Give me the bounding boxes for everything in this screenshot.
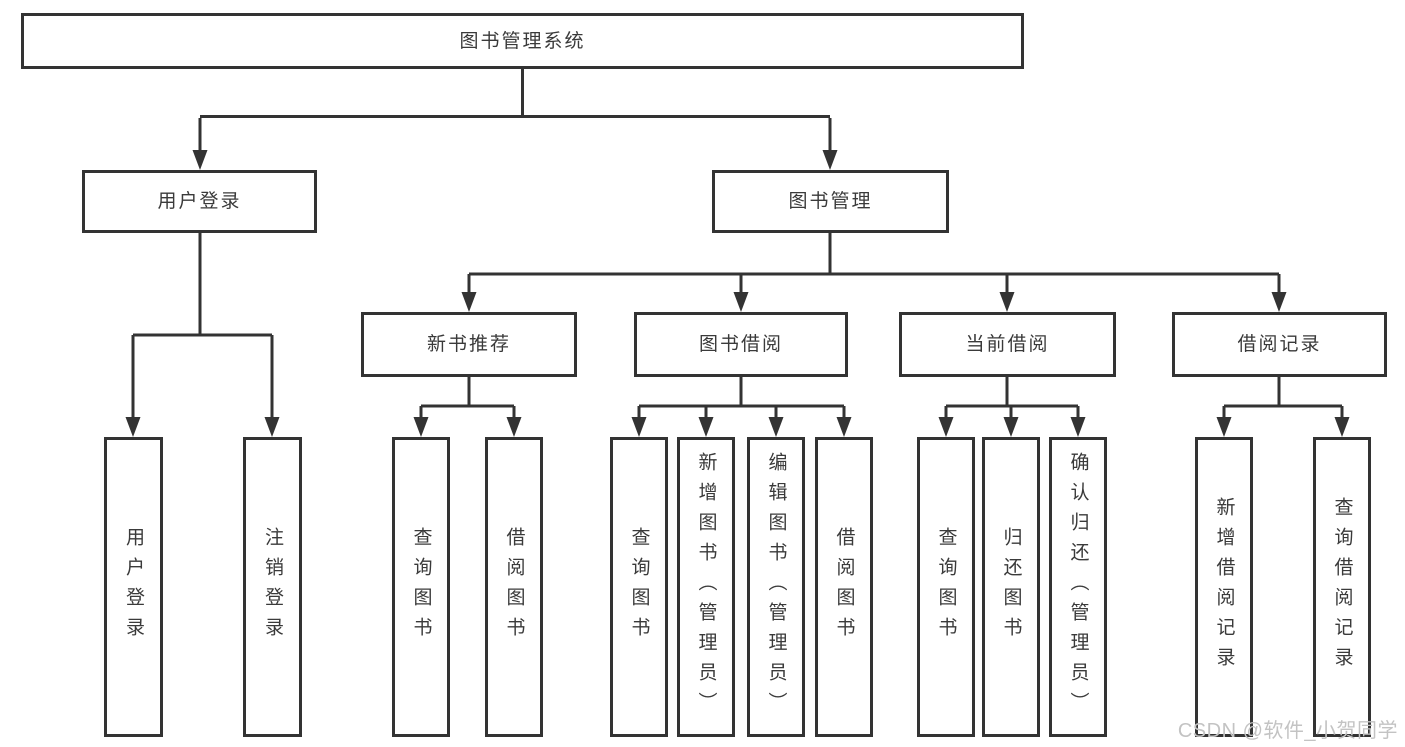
leaf-records-query-record: 查询借阅记录 [1313,437,1371,737]
node-book-borrow: 图书借阅 [634,312,848,377]
leaf-user-login: 用户登录 [104,437,163,737]
leaf-newbook-query-books-label: 查询图书 [410,527,432,647]
leaf-current-query-books-label: 查询图书 [935,527,957,647]
leaf-current-return-books-label: 归还图书 [1000,527,1022,647]
node-new-book-recommend-label: 新书推荐 [426,334,511,355]
node-borrow-records: 借阅记录 [1172,312,1387,377]
arrowheads [125,150,1350,437]
node-new-book-recommend: 新书推荐 [361,312,577,377]
leaf-logout-label: 注销登录 [262,527,283,647]
leaf-records-query-record-label: 查询借阅记录 [1331,497,1353,677]
leaf-current-query-books: 查询图书 [917,437,975,737]
leaf-current-return-books: 归还图书 [982,437,1040,737]
node-root: 图书管理系统 [21,13,1024,69]
leaf-borrow-query-books: 查询图书 [610,437,668,737]
node-borrow-records-label: 借阅记录 [1237,334,1322,355]
connector-wires [131,68,1344,421]
leaf-borrow-edit-books-admin-label: 编辑图书（管理员） [765,452,787,722]
leaf-records-add-record: 新增借阅记录 [1195,437,1253,737]
leaf-borrow-add-books-admin-label: 新增图书（管理员） [695,452,717,722]
leaf-current-confirm-return-admin-label: 确认归还（管理员） [1067,452,1089,722]
leaf-newbook-query-books: 查询图书 [392,437,450,737]
node-book-borrow-label: 图书借阅 [698,334,783,355]
leaf-user-login-label: 用户登录 [123,527,144,647]
node-user-login: 用户登录 [82,170,317,233]
node-current-borrow-label: 当前借阅 [965,334,1050,355]
leaf-newbook-borrow-books-label: 借阅图书 [503,527,525,647]
leaf-borrow-borrow-books-label: 借阅图书 [833,527,855,647]
node-current-borrow: 当前借阅 [899,312,1116,377]
leaf-borrow-add-books-admin: 新增图书（管理员） [677,437,735,737]
watermark: CSDN @软件_小贺同学 [1177,720,1398,742]
node-book-management: 图书管理 [712,170,949,233]
node-book-management-label: 图书管理 [788,191,873,212]
leaf-current-confirm-return-admin: 确认归还（管理员） [1049,437,1107,737]
node-user-login-label: 用户登录 [157,191,242,212]
leaf-borrow-borrow-books: 借阅图书 [815,437,873,737]
leaf-records-add-record-label: 新增借阅记录 [1213,497,1235,677]
leaf-logout: 注销登录 [243,437,302,737]
leaf-borrow-edit-books-admin: 编辑图书（管理员） [747,437,805,737]
leaf-newbook-borrow-books: 借阅图书 [485,437,543,737]
node-root-label: 图书管理系统 [459,30,586,52]
leaf-borrow-query-books-label: 查询图书 [628,527,650,647]
